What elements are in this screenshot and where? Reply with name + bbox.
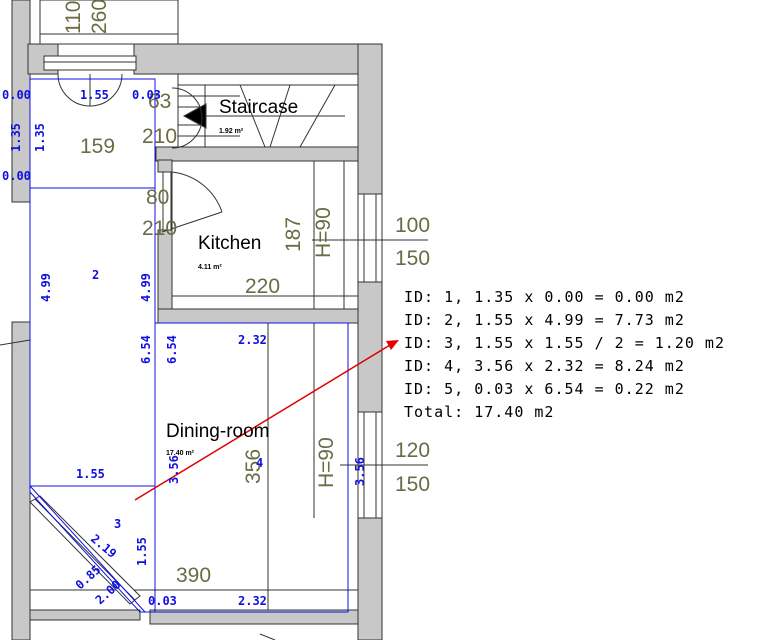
dining-details — [0, 323, 358, 640]
dim-dining-depth: 356 — [242, 449, 265, 484]
dim-kitchen-door-height: 210 — [142, 217, 177, 240]
right-windows — [340, 193, 428, 519]
calc-line-1: ID: 1, 1.35 x 0.00 = 0.00 m2 — [404, 288, 685, 306]
calc-line-3: ID: 3, 1.55 x 1.55 / 2 = 1.20 m2 — [404, 334, 725, 352]
staircase-steps — [171, 74, 358, 149]
area-label-id-4: 4 — [256, 456, 263, 470]
area-label-4-99-right: 4.99 — [139, 273, 153, 302]
area-label-0-00-top: 0.00 — [2, 88, 31, 102]
dim-kitchen-width: 220 — [245, 275, 280, 298]
top-entrance — [39, 0, 179, 107]
wall-right-upper — [357, 43, 383, 195]
area-label-1-55-mid: 1.55 — [76, 467, 105, 481]
staircase-area: 1.92 m² — [219, 128, 244, 135]
kitchen-area: 4.11 m² — [198, 264, 222, 271]
dim-kitchen-depth: 187 — [282, 217, 305, 252]
area-outlines — [29, 78, 349, 613]
dim-stair-door-width: 63 — [148, 90, 171, 113]
area-label-6-54-right: 6.54 — [165, 335, 179, 364]
dim-top-window-width: 110 — [62, 1, 85, 34]
wall-left-lower — [11, 321, 31, 640]
dim-kitchen-window-width: 100 — [395, 214, 430, 237]
area-calculation: ID: 1, 1.35 x 0.00 = 0.00 m2 ID: 2, 1.55… — [404, 288, 725, 421]
dim-kitchen-window-height: 150 — [395, 247, 430, 270]
area-label-id-2: 2 — [92, 268, 99, 282]
area-label-4-99-left: 4.99 — [39, 273, 53, 302]
dim-kitchen-h: H=90 — [312, 207, 335, 258]
wall-bottom-left — [29, 609, 141, 621]
wall-right-mid — [357, 281, 383, 413]
dim-dining-h: H=90 — [315, 437, 338, 488]
pointer-arrow — [134, 340, 399, 501]
area-label-2-32-bottom: 2.32 — [238, 594, 267, 608]
area-label-0-03-top: 0.03 — [132, 88, 161, 102]
kitchen-door — [161, 171, 223, 233]
dim-dining-window-width: 120 — [395, 439, 430, 462]
dim-kitchen-door-width: 80 — [146, 186, 169, 209]
wall-kitchen-left-top — [157, 159, 173, 173]
area-label-1-55-diag: 1.55 — [135, 537, 149, 566]
wall-kitchen-left — [157, 229, 173, 323]
area-label-0-00-mid: 0.00 — [2, 169, 31, 183]
dim-stair-door-height: 210 — [142, 125, 177, 148]
calc-line-4: ID: 4, 3.56 x 2.32 = 8.24 m2 — [404, 357, 685, 375]
area-label-2-32-top: 2.32 — [238, 333, 267, 347]
area-label-3-56-right: 3.56 — [353, 457, 367, 486]
dim-top-window-height: 260 — [88, 0, 111, 34]
area-label-1-35-left: 1.35 — [9, 123, 23, 152]
dim-hall-width: 159 — [80, 135, 115, 158]
area-label-3-56-left: 3.56 — [167, 455, 181, 484]
wall-stair-kitchen — [155, 146, 359, 162]
wall-bottom — [149, 609, 359, 625]
walls — [11, 0, 383, 640]
calc-line-5: ID: 5, 0.03 x 6.54 = 0.22 m2 — [404, 380, 685, 398]
area-label-6-54-left: 6.54 — [139, 335, 153, 364]
area-label-0-03-bottom: 0.03 — [148, 594, 177, 608]
dining-name: Dining-room — [166, 421, 269, 442]
dim-dining-window-height: 150 — [395, 473, 430, 496]
area-label-1-35-right: 1.35 — [33, 123, 47, 152]
dim-dining-width: 390 — [176, 564, 211, 587]
area-label-1-55-top: 1.55 — [80, 88, 109, 102]
area-label-id-3: 3 — [114, 517, 121, 531]
wall-kitchen-bottom — [157, 308, 359, 324]
staircase-name: Staircase — [219, 97, 298, 118]
kitchen-name: Kitchen — [198, 233, 261, 254]
wall-top-right — [133, 43, 383, 75]
calc-total: Total: 17.40 m2 — [404, 403, 554, 421]
wall-right-lower — [357, 517, 383, 640]
calc-line-2: ID: 2, 1.55 x 4.99 = 7.73 m2 — [404, 311, 685, 329]
dining-area: 17.40 m² — [166, 450, 195, 457]
